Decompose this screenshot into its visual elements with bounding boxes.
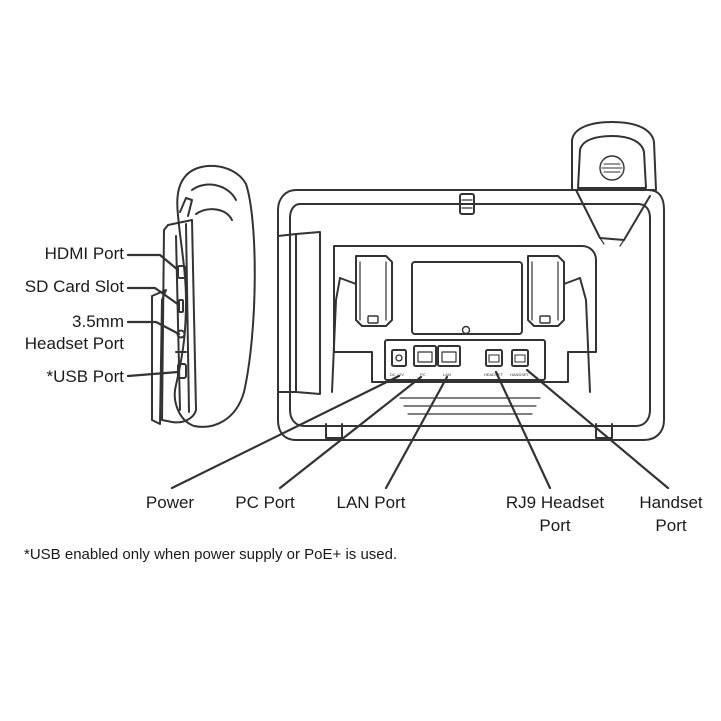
usb-leader [126,370,180,378]
label-hdmi-port: HDMI Port [44,244,124,263]
bracket-right [527,255,565,327]
pc-jack [413,345,437,367]
handset-jack [511,349,529,367]
label-handset-line2: Port [655,516,687,535]
side-leader-lines [126,253,181,378]
phone-side-view [151,165,256,428]
lan-leader [384,375,449,490]
rj9-headset-jack [485,349,503,367]
label-usb-port: *USB Port [46,367,124,386]
center-panel [333,245,597,383]
label-pc-port: PC Port [235,493,295,512]
foot-right [595,423,613,439]
hdmi-opening [177,265,186,279]
label-rj9-line2: Port [539,516,571,535]
side-base [161,219,197,424]
handset-marking: HANDSET [510,372,530,377]
hdmi-leader [126,253,180,272]
label-35mm-line1: 3.5mm [72,312,124,331]
footnote: *USB enabled only when power supply or P… [24,546,398,563]
back-housing [277,189,665,441]
label-handset-line1: Handset [639,493,703,512]
sd-leader [126,286,181,307]
back-handset [571,121,657,247]
label-rj9-line1: RJ9 Headset [505,493,605,512]
rj9-leader [494,370,552,490]
pc-marking: PC [420,372,426,377]
bracket-left [355,255,393,327]
foot-left [325,423,343,439]
label-sd-card-slot: SD Card Slot [24,277,124,296]
bottom-leader-lines [170,368,670,490]
side-handset [173,165,256,428]
dc-marking: DC 12V [390,372,404,377]
phone-back-view: DC 12V PC LAN HEADSET HANDSET [277,189,665,441]
lan-marking: LAN [443,372,451,377]
dc-power-jack [391,349,407,367]
lan-jack [437,345,461,367]
top-clip [459,193,475,215]
label-power: Power [145,493,195,512]
label-35mm-line2: Headset Port [24,334,124,353]
label-recess [411,261,523,335]
jack-leader [126,320,181,336]
label-lan-port: LAN Port [336,493,406,512]
pc-leader [278,375,423,490]
port-block [384,339,546,381]
headset-marking: HEADSET [484,372,503,377]
handset-leader [525,368,670,490]
power-leader [170,374,401,490]
side-stand [151,289,167,425]
sd-slot-opening [178,299,184,313]
